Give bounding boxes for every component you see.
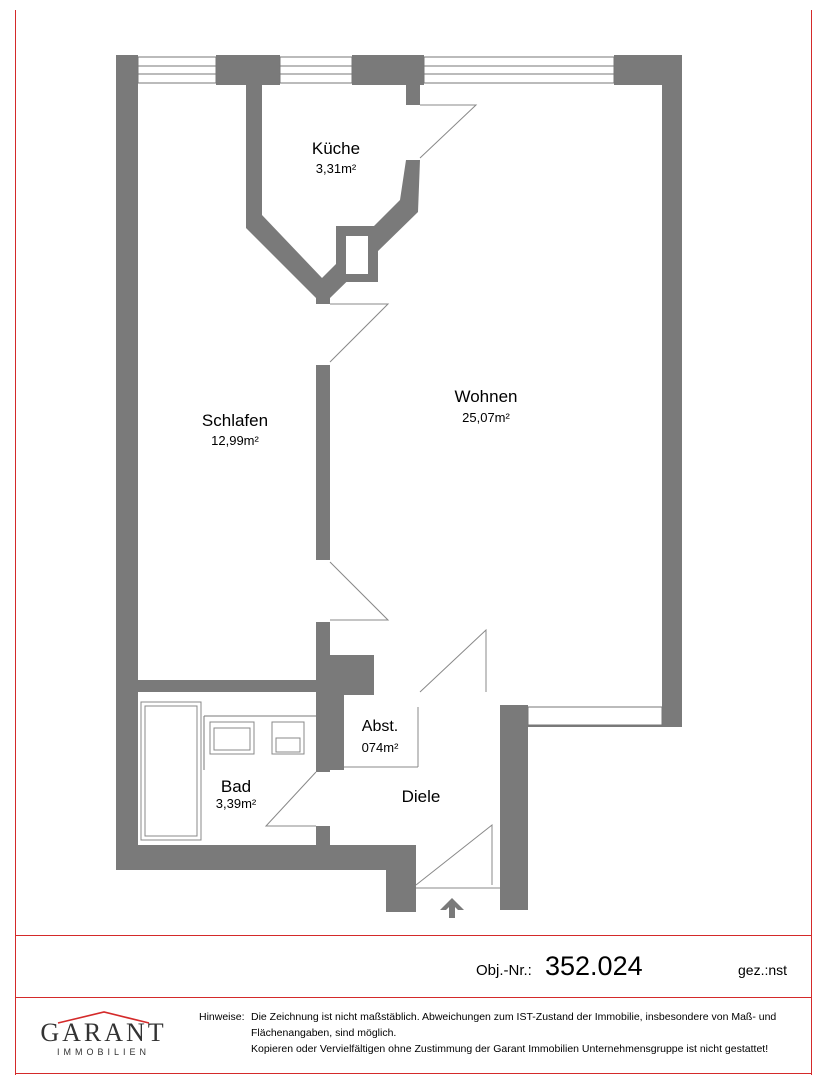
logo-subtitle: IMMOBILIEN [56, 1047, 150, 1057]
room-abst-area: 074m² [361, 740, 399, 755]
object-number-value: 352.024 [545, 951, 643, 981]
windows [137, 56, 663, 726]
room-schlafen-area: 12,99m² [211, 433, 259, 448]
room-schlafen-name: Schlafen [201, 411, 269, 430]
divider-bottom [15, 1073, 812, 1074]
room-kueche-area: 3,31m² [315, 161, 357, 176]
bad-walls [203, 715, 316, 770]
room-abst-name: Abst. [361, 718, 399, 735]
roof-icon [57, 1011, 150, 1024]
room-bad-name: Bad [220, 777, 252, 796]
room-bad-area: 3,39m² [215, 796, 257, 811]
openings [138, 236, 662, 845]
garant-logo: GARANT IMMOBILIEN [36, 1010, 171, 1062]
logo-brand: GARANT [40, 1018, 167, 1047]
fixtures [140, 701, 305, 841]
floor-plan [116, 55, 682, 918]
room-kueche-name: Küche [311, 139, 361, 158]
entrance-arrow-icon [440, 898, 464, 918]
room-diele-name: Diele [401, 787, 441, 806]
note-line-1: Die Zeichnung ist nicht maßstäblich. Abw… [251, 1011, 777, 1023]
page-frame [15, 10, 812, 1075]
object-number-label: Obj.-Nr.: [476, 962, 532, 979]
room-wohnen-name: Wohnen [454, 387, 518, 406]
divider-middle [15, 997, 812, 998]
note-line-2: Flächenangaben, sind möglich. [251, 1027, 397, 1039]
room-wohnen-area: 25,07m² [462, 410, 510, 425]
doors [264, 104, 500, 889]
divider-top [15, 935, 812, 936]
notes-label: Hinweise: [199, 1011, 245, 1023]
note-line-3: Kopieren oder Vervielfältigen ohne Zusti… [251, 1043, 769, 1055]
drawn-by: gez.:nst [738, 962, 788, 978]
walls [116, 55, 682, 912]
